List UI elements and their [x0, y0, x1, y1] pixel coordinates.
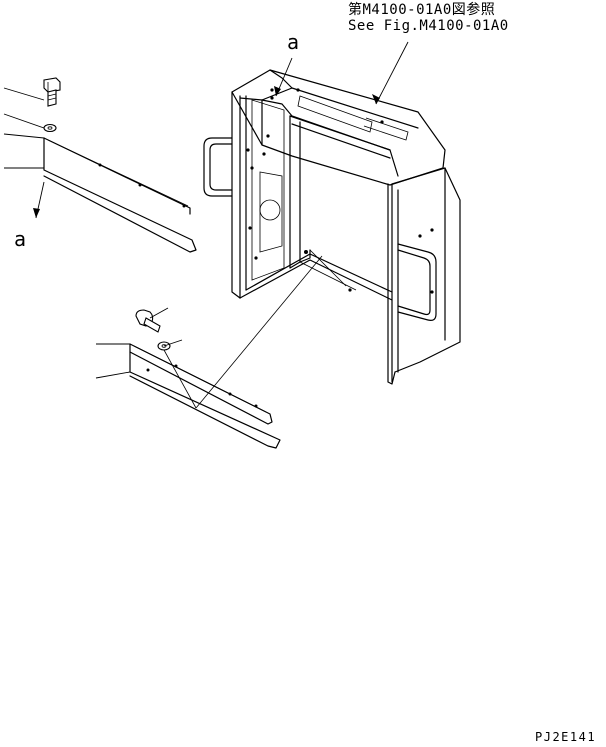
- bolt-lower: [135, 309, 161, 333]
- reference-leader: [372, 41, 409, 105]
- left-grab-handle: [203, 137, 233, 197]
- callout-a-top-leader: [274, 57, 293, 97]
- callout-a-left: a: [14, 227, 27, 251]
- drawing-code: PJ2E141: [535, 730, 597, 744]
- reference-note-japanese: 第M4100-01A0図参照: [348, 2, 496, 18]
- lower-bracket-group: [95, 249, 347, 449]
- bracket-upper: [43, 137, 197, 253]
- washer-upper: [43, 123, 57, 133]
- bolt-upper: [43, 77, 61, 107]
- right-grab-handle: [397, 243, 437, 321]
- callout-a-top: a: [287, 30, 300, 54]
- cab-frame: [231, 69, 461, 385]
- reference-note-english: See Fig.M4100-01A0: [348, 18, 509, 34]
- bracket-lower: [129, 343, 281, 449]
- upper-bracket-group: [3, 77, 197, 253]
